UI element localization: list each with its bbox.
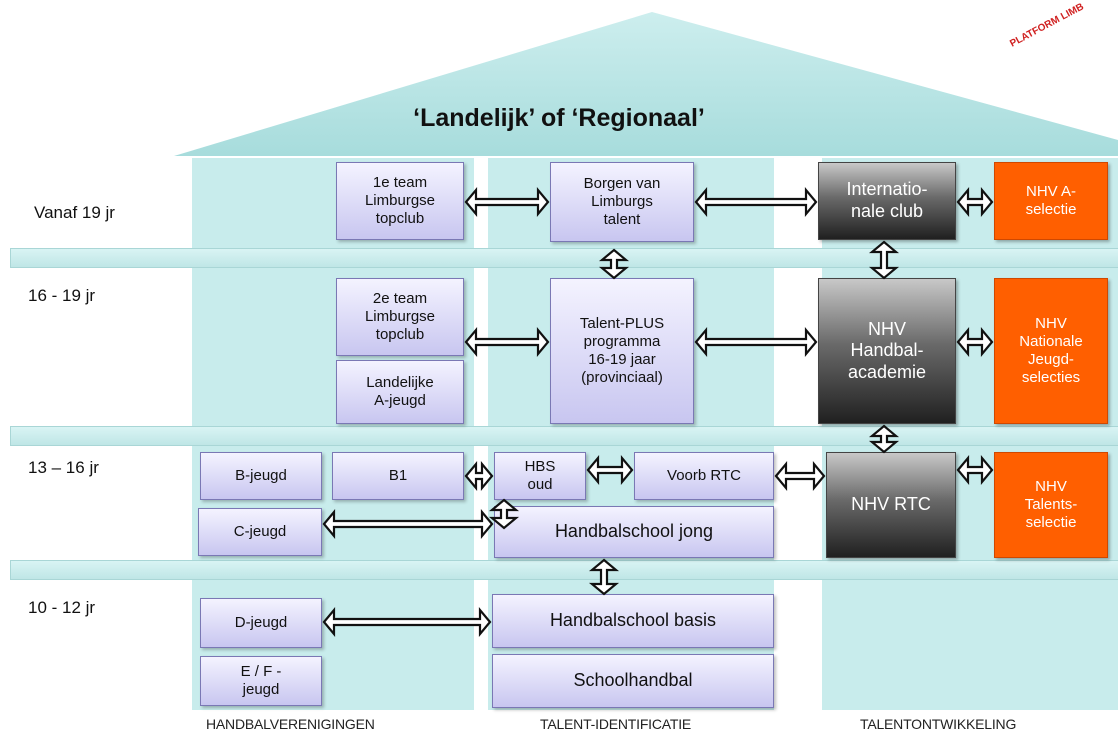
box-b-jeugd: B-jeugd [200, 452, 322, 500]
box-borgen-limburgs-talent: Borgen van Limburgs talent [550, 162, 694, 242]
age-label-16-19: 16 - 19 jr [28, 286, 96, 305]
arrow-hbsoud-voorbrtc [586, 454, 634, 486]
box-nhv-nationale-jeugdselecties: NHV Nationale Jeugd- selecties [994, 278, 1108, 424]
page-title: ‘Landelijk’ of ‘Regionaal’ [413, 104, 705, 132]
beam-3 [10, 560, 1118, 580]
arrow-talentplus-academie [694, 326, 818, 358]
arrow-team1-borgen [464, 186, 550, 218]
box-landelijke-a-jeugd: Landelijke A-jeugd [336, 360, 464, 424]
box-handbalschool-jong: Handbalschool jong [494, 506, 774, 558]
beam-1 [10, 248, 1118, 268]
arrow-academie-rtc [868, 424, 900, 454]
beam-2 [10, 426, 1118, 446]
footer-talentontwikkeling: TALENTONTWIKKELING [860, 716, 1017, 732]
age-label-10-12: 10 - 12 jr [28, 598, 96, 617]
arrow-nhvrtc-talents [956, 454, 994, 486]
age-label-19plus: Vanaf 19 jr [34, 203, 115, 222]
arrow-academie-nationale [956, 326, 994, 358]
box-schoolhandbal: Schoolhandbal [492, 654, 774, 708]
arrow-jong-basis [588, 558, 620, 596]
box-2e-team-topclub: 2e team Limburgse topclub [336, 278, 464, 356]
box-nhv-talents-selectie: NHV Talents- selectie [994, 452, 1108, 558]
box-1e-team-topclub: 1e team Limburgse topclub [336, 162, 464, 240]
arrow-b1-hbsoud [464, 460, 494, 492]
arrow-borgen-internationale [694, 186, 818, 218]
box-handbalschool-basis: Handbalschool basis [492, 594, 774, 648]
arrow-cjeugd-handbalschooljong [322, 508, 494, 540]
arrow-internationale-academie [868, 240, 900, 280]
box-talent-plus-programma: Talent-PLUS programma 16-19 jaar (provin… [550, 278, 694, 424]
box-c-jeugd: C-jeugd [198, 508, 322, 556]
roof-shape [174, 12, 1118, 156]
box-e-f-jeugd: E / F - jeugd [200, 656, 322, 706]
roof [174, 12, 1118, 156]
footer-handbalverenigingen: HANDBALVERENIGINGEN [206, 716, 375, 732]
box-nhv-handbalacademie: NHV Handbal- academie [818, 278, 956, 424]
box-d-jeugd: D-jeugd [200, 598, 322, 648]
age-label-13-16: 13 – 16 jr [28, 458, 99, 477]
arrow-djeugd-handbalschoolbasis [322, 606, 492, 638]
arrow-voorbrtc-nhvrtc [774, 460, 826, 492]
box-internationale-club: Internatio- nale club [818, 162, 956, 240]
arrow-internationale-aselectie [956, 186, 994, 218]
box-b1: B1 [332, 452, 464, 500]
arrow-borgen-talentplus [598, 248, 630, 280]
box-voorb-rtc: Voorb RTC [634, 452, 774, 500]
arrow-team2-talentplus [464, 326, 550, 358]
box-nhv-a-selectie: NHV A- selectie [994, 162, 1108, 240]
box-hbs-oud: HBS oud [494, 452, 586, 500]
arrow-hbsoud-handbalschooljong [488, 498, 520, 530]
box-nhv-rtc: NHV RTC [826, 452, 956, 558]
footer-talent-identificatie: TALENT-IDENTIFICATIE [540, 716, 692, 732]
